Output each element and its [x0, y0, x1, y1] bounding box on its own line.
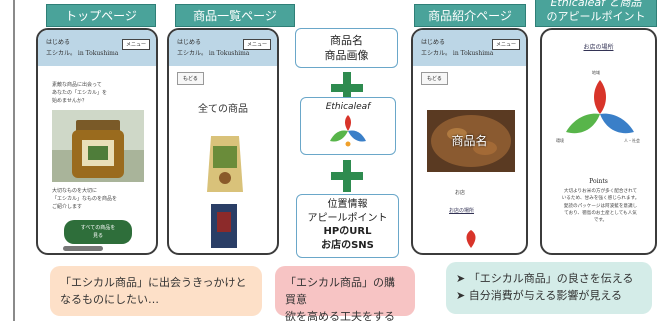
note-line: 「エシカル商品」に出会うきっかけと — [60, 276, 247, 289]
location-info-box: 位置情報 アピールポイント HPのURL お店のSNS — [296, 194, 399, 258]
button-line: 見る — [92, 232, 103, 239]
back-button[interactable]: もどる — [177, 72, 204, 85]
tab-appeal-points[interactable]: Ethicaleaf と商品 のアピールポイント — [535, 0, 657, 27]
points-text: 大切よりお米の方が多く配合されて いるため、甘みを強く感じられます。 愛読のパッ… — [548, 188, 653, 225]
points-line: です。 — [593, 218, 608, 224]
points-line: 愛読のパッケージは阿波藍を意識し — [563, 203, 638, 209]
product-name-image-box: 商品名 商品画像 — [295, 28, 398, 68]
box3-line: HPのURL — [323, 226, 372, 237]
tab-product-list[interactable]: 商品一覧ページ — [175, 4, 295, 27]
ethicaleaf-diagram-icon — [566, 80, 634, 134]
ethicaleaf-leaf-icon — [330, 115, 366, 147]
points-line: ており、徳島のお土産としても人気 — [564, 211, 637, 217]
left-divider — [13, 0, 15, 321]
caption-line: 大切なものを大切に — [52, 188, 98, 194]
home-indicator — [63, 246, 103, 251]
store-location-link[interactable]: お店の場所 — [449, 208, 475, 214]
intro-line: 始めませんか？ — [52, 97, 87, 104]
note-bullet: ➤ 「エシカル商品」の良さを伝える — [456, 270, 642, 287]
note-line: 自分消費が与える影響が見える — [468, 289, 623, 303]
plus-icon-1-vertical — [343, 72, 351, 104]
shop-name-2: エシカル。 in Tokushima — [421, 50, 494, 57]
ethicaleaf-logo-box: Ethicaleaf — [300, 97, 396, 155]
product-bag-image — [207, 136, 243, 192]
tab-product-intro-label: 商品紹介ページ — [428, 9, 512, 23]
points-line: いるため、甘みを強く感じられます。 — [561, 196, 640, 202]
note-bullet: ➤ 自分消費が与える影響が見える — [456, 287, 642, 304]
phone-product-intro: はじめる エシカル。 in Tokushima メニュー もどる 商品名 お店 … — [411, 28, 528, 255]
all-products-title: 全ての商品 — [198, 104, 248, 115]
box1-line: 商品名 — [330, 34, 363, 47]
box3-line: アピールポイント — [307, 212, 388, 224]
plus-icon-2-vertical — [343, 160, 351, 192]
box3-line: 位置情報 — [327, 199, 368, 210]
label-region: 地域 — [592, 70, 600, 75]
back-button[interactable]: もどる — [421, 72, 448, 85]
shop-name-2: エシカル。 in Tokushima — [177, 50, 250, 57]
product-box-image — [211, 204, 237, 248]
shop-name-2: エシカル。 in Tokushima — [46, 50, 119, 57]
phone-header: はじめる エシカル。 in Tokushima メニュー — [38, 30, 156, 66]
view-all-products-button[interactable]: すべての商品を 見る — [64, 220, 132, 244]
honey-jar-photo — [52, 110, 144, 182]
note-purchase-motivation: 「エシカル商品」の購買意 欲を高める工夫をする — [275, 266, 415, 321]
tab-appeal-line2: のアピールポイント — [546, 9, 646, 23]
store-location-heading: お店の場所 — [583, 44, 614, 51]
caption-line: 「エシカル」なものを商品を — [52, 195, 118, 202]
caption-text: 大切なものを大切に 「エシカル」なものを商品を ご紹介します — [52, 188, 117, 211]
phone-appeal-points: お店の場所 地域 環境 人・社会 Points 大切よりお米の方が多く配合されて… — [540, 28, 657, 255]
intro-line: あなたの「エシカル」を — [52, 89, 108, 96]
note-line: 「エシカル商品」の購買意 — [285, 276, 395, 307]
tab-top-page-label: トップページ — [65, 9, 137, 23]
label-people-society: 人・社会 — [624, 138, 640, 143]
note-encounter: 「エシカル商品」に出会うきっかけと なるものにしたい… — [50, 266, 262, 316]
note-appeal: ➤ 「エシカル商品」の良さを伝える ➤ 自分消費が与える影響が見える — [446, 262, 652, 314]
brand-name: Ethicaleaf — [325, 102, 371, 112]
intro-line: 素敵な商品に出会って — [52, 82, 102, 88]
store-label: お店 — [455, 190, 466, 196]
caption-line: ご紹介します — [52, 203, 83, 210]
box3-line: お店のSNS — [321, 239, 374, 251]
bullet-arrow-icon: ➤ — [456, 289, 469, 303]
tab-product-intro[interactable]: 商品紹介ページ — [414, 4, 526, 27]
bullet-arrow-icon: ➤ — [456, 272, 469, 285]
button-line: すべての商品を — [80, 225, 116, 231]
points-title: Points — [589, 178, 608, 185]
note-line: 欲を高める工夫をする — [285, 310, 395, 321]
product-food-photo — [427, 110, 515, 172]
shop-name-1: はじめる — [421, 39, 446, 46]
note-line: 「エシカル商品」の良さを伝える — [468, 272, 634, 285]
shop-name-1: はじめる — [46, 39, 71, 46]
phone-product-list: はじめる エシカル。 in Tokushima メニュー もどる 全ての商品 — [167, 28, 279, 255]
points-line: 大切よりお米の方が多く配合されて — [563, 189, 638, 194]
menu-button[interactable]: メニュー — [491, 39, 520, 50]
intro-text: 素敵な商品に出会って あなたの「エシカル」を 始めませんか？ — [52, 82, 107, 105]
menu-button[interactable]: メニュー — [242, 39, 271, 50]
tab-product-list-label: 商品一覧ページ — [193, 9, 277, 23]
leaf-red-icon — [466, 230, 476, 248]
product-name-overlay: 商品名 — [451, 134, 488, 148]
label-environment: 環境 — [556, 138, 564, 143]
shop-name-1: はじめる — [177, 39, 202, 46]
phone-top-page: はじめる エシカル。 in Tokushima メニュー 素敵な商品に出会って … — [36, 28, 158, 255]
menu-button[interactable]: メニュー — [121, 39, 150, 50]
tab-appeal-line1: Ethicaleaf と商品 — [550, 0, 642, 9]
box1-line: 商品画像 — [324, 48, 369, 62]
tab-top-page[interactable]: トップページ — [46, 4, 156, 27]
phone-header: はじめる エシカル。 in Tokushima メニュー — [169, 30, 277, 66]
note-line: なるものにしたい… — [60, 293, 159, 307]
phone-header: はじめる エシカル。 in Tokushima メニュー — [413, 30, 526, 66]
